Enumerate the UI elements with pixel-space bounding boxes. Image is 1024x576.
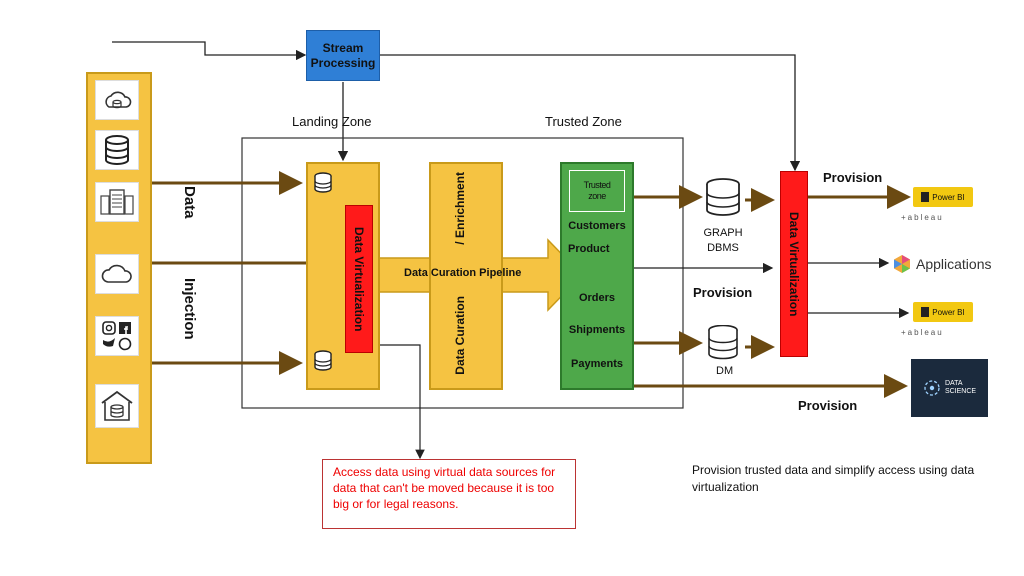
trusted-item-orders: Orders bbox=[578, 292, 616, 304]
trusted-zone-outline bbox=[241, 137, 684, 409]
virtual-source-note: Access data using virtual data sources f… bbox=[322, 459, 576, 529]
social-media-icons bbox=[95, 316, 139, 356]
applications-output: Applications bbox=[892, 254, 992, 274]
database-icon bbox=[95, 130, 139, 170]
data-label: Data bbox=[181, 186, 198, 219]
power-bi-icon bbox=[921, 307, 930, 317]
trusted-item-payments: Payments bbox=[571, 358, 623, 370]
stream-processing-box: Stream Processing bbox=[306, 30, 380, 81]
right-data-virtualization-bar: Data Virtualization bbox=[780, 171, 808, 357]
cloud-database-icon bbox=[95, 80, 139, 120]
graph-dbms-label: GRAPH DBMS bbox=[703, 227, 743, 254]
landing-database-icon-bottom bbox=[313, 350, 333, 377]
provision-label-1: Provision bbox=[823, 170, 883, 185]
stream-to-virtualization-line bbox=[380, 54, 801, 172]
power-bi-badge-2: Power BI bbox=[913, 302, 973, 322]
trusted-data-box bbox=[560, 162, 634, 390]
trusted-zone-tag-label: Trusted zone bbox=[583, 180, 611, 201]
landing-data-virtualization-bar: Data Virtualization bbox=[345, 205, 373, 353]
data-science-label: DATA SCIENCE bbox=[944, 380, 977, 395]
dm-database-icon bbox=[706, 324, 740, 366]
trusted-item-customers: Customers bbox=[568, 220, 626, 232]
data-science-icon bbox=[924, 380, 940, 396]
trusted-item-product: Product bbox=[568, 243, 610, 255]
pipeline-label: Data Curation Pipeline bbox=[404, 267, 522, 279]
virtual-source-note-text: Access data using virtual data sources f… bbox=[333, 465, 556, 511]
cloud-icon bbox=[95, 254, 139, 294]
server-rack-icon bbox=[95, 182, 139, 222]
applications-icon bbox=[894, 255, 910, 273]
right-data-virtualization-label: Data Virtualization bbox=[787, 211, 801, 317]
landing-data-virtualization-label: Data Virtualization bbox=[352, 226, 366, 332]
warehouse-icon bbox=[95, 384, 139, 428]
power-bi-icon bbox=[921, 192, 930, 202]
power-bi-label-1: Power BI bbox=[932, 192, 965, 202]
power-bi-label-2: Power BI bbox=[932, 307, 965, 317]
landing-zone-label: Landing Zone bbox=[292, 114, 372, 129]
power-bi-badge-1: Power BI bbox=[913, 187, 973, 207]
provision-label-2: Provision bbox=[693, 285, 753, 300]
input-to-stream-line bbox=[112, 41, 307, 61]
tableau-label-1: +ableau bbox=[901, 213, 944, 222]
note-pointer-line bbox=[374, 344, 425, 460]
trusted-zone-tag: Trusted zone bbox=[569, 170, 625, 212]
tableau-label-2: +ableau bbox=[901, 328, 944, 337]
data-curation-label: Data Curation bbox=[453, 296, 467, 375]
trusted-item-shipments: Shipments bbox=[568, 324, 626, 336]
landing-database-icon-top bbox=[313, 172, 333, 199]
graph-database-icon bbox=[704, 178, 742, 223]
injection-label: Injection bbox=[181, 278, 198, 340]
applications-label: Applications bbox=[916, 256, 992, 272]
enrichment-label: / Enrichment bbox=[453, 172, 467, 245]
dm-label: DM bbox=[716, 365, 734, 377]
data-science-box: DATA SCIENCE bbox=[911, 359, 988, 417]
provision-label-3: Provision bbox=[798, 398, 858, 413]
stream-processing-label: Stream Processing bbox=[310, 40, 376, 70]
provision-note: Provision trusted data and simplify acce… bbox=[692, 463, 975, 494]
trusted-zone-label: Trusted Zone bbox=[545, 114, 622, 129]
curation-box bbox=[429, 162, 503, 390]
